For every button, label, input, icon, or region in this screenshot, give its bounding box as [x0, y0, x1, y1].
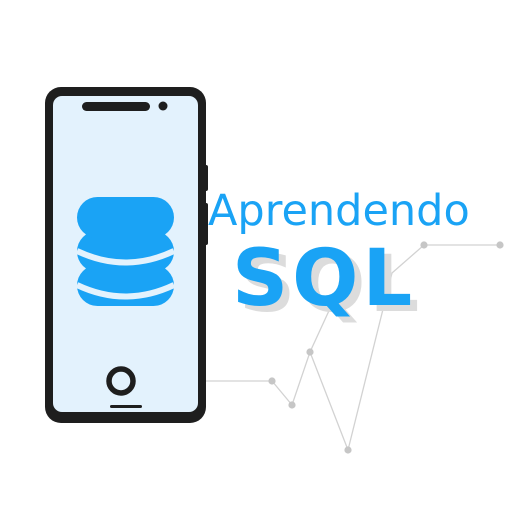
- title-sql: SQL: [232, 234, 417, 324]
- title-sql-group: SQL SQL: [232, 240, 432, 330]
- title-sql-shadow: SQL: [239, 240, 424, 330]
- home-button-icon: [106, 366, 136, 396]
- title-aprendendo: Aprendendo: [208, 186, 470, 236]
